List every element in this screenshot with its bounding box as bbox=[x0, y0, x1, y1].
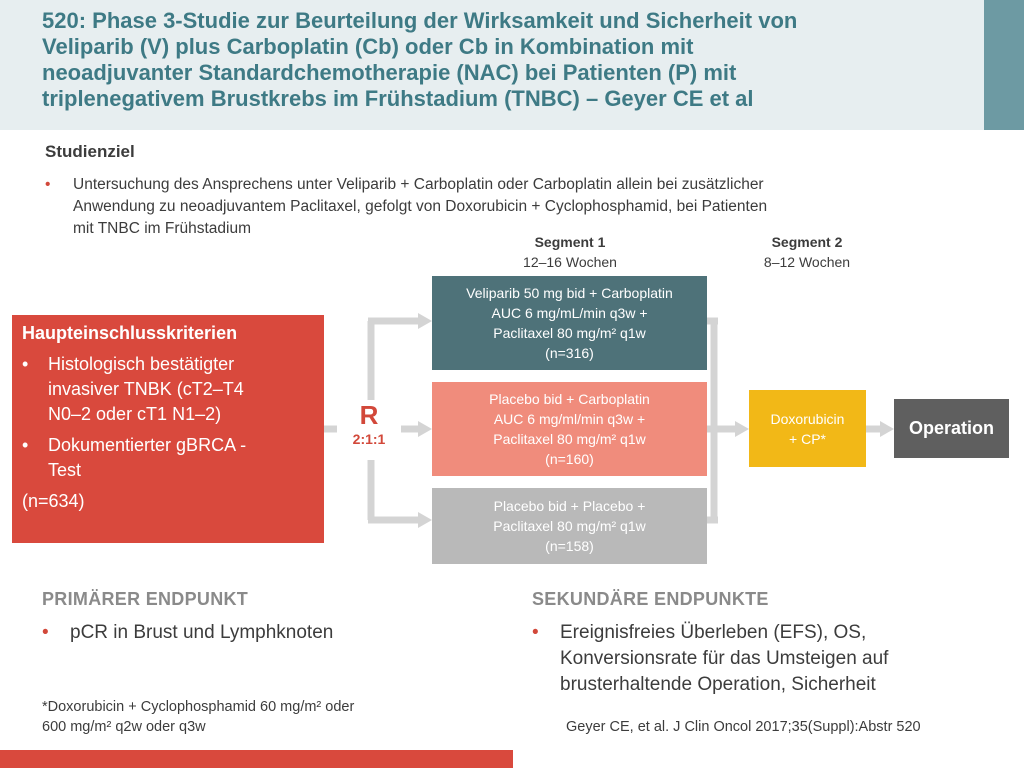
arm-3-arrowhead-icon bbox=[418, 512, 432, 528]
secondary-endpoints-heading: SEKUNDÄRE ENDPUNKTE bbox=[532, 589, 769, 609]
arm-line: Paclitaxel 80 mg/m² q1w bbox=[493, 431, 646, 447]
arm-placebo-carboplatin-box: Placebo bid + Carboplatin AUC 6 mg/ml/mi… bbox=[432, 382, 707, 476]
bullet-icon: • bbox=[45, 176, 51, 193]
segment-2-treatment-line: Doxorubicin bbox=[770, 410, 845, 427]
bottom-accent-bar bbox=[0, 750, 513, 768]
secondary-endpoint-line: Ereignisfreies Überleben (EFS), OS, bbox=[560, 622, 867, 643]
primary-endpoint-heading: PRIMÄRER ENDPUNKT bbox=[42, 589, 249, 609]
objective-text: • Untersuchung des Ansprechens unter Vel… bbox=[45, 174, 975, 240]
segment-1-header: Segment 1 12–16 Wochen bbox=[505, 232, 635, 272]
footnote-line: 600 mg/m² q2w oder q3w bbox=[42, 719, 206, 735]
arm-line: Paclitaxel 80 mg/m² q1w bbox=[493, 518, 646, 534]
footnote: *Doxorubicin + Cyclophosphamid 60 mg/m² … bbox=[42, 697, 354, 737]
arm-2-arrowhead-icon bbox=[418, 421, 432, 437]
operation-box: Operation bbox=[894, 399, 1009, 458]
title-line: 520: Phase 3-Studie zur Beurteilung der … bbox=[42, 8, 798, 33]
arm-1-arrowhead-icon bbox=[418, 313, 432, 329]
arm-line: Placebo bid + Carboplatin bbox=[489, 391, 650, 407]
title-accent-bar bbox=[984, 0, 1024, 130]
slide-title: 520: Phase 3-Studie zur Beurteilung der … bbox=[42, 8, 977, 112]
objective-line: Anwendung zu neoadjuvantem Paclitaxel, g… bbox=[73, 198, 768, 215]
citation: Geyer CE, et al. J Clin Oncol 2017;35(Su… bbox=[566, 719, 921, 735]
arrowheads bbox=[418, 313, 894, 528]
objective-heading: Studienziel bbox=[45, 142, 135, 161]
connector-lines bbox=[324, 317, 880, 524]
arm-placebo-placebo-box: Placebo bid + Placebo + Paclitaxel 80 mg… bbox=[432, 488, 707, 564]
segment-2-treatment-line: + CP* bbox=[789, 430, 826, 447]
secondary-endpoint-line: brusterhaltende Operation, Sicherheit bbox=[560, 674, 876, 695]
title-line: neoadjuvanter Standardchemotherapie (NAC… bbox=[42, 60, 737, 85]
arm-line: AUC 6 mg/mL/min q3w + bbox=[491, 305, 648, 321]
bullet-icon: • bbox=[42, 622, 49, 643]
segment2-arrowhead-icon bbox=[735, 421, 749, 437]
segment-1-duration: 12–16 Wochen bbox=[523, 254, 617, 270]
segment-2-treatment-box: Doxorubicin + CP* bbox=[749, 390, 866, 467]
criteria-item-line: N0–2 oder cT1 N1–2) bbox=[48, 404, 222, 424]
inclusion-criteria-title: Haupteinschlusskriterien bbox=[22, 323, 238, 343]
footnote-line: *Doxorubicin + Cyclophosphamid 60 mg/m² … bbox=[42, 699, 355, 715]
inclusion-criteria-box: Haupteinschlusskriterien • Histologisch … bbox=[12, 315, 324, 543]
objective-line: mit TNBC im Frühstadium bbox=[73, 220, 251, 237]
arm-count: (n=158) bbox=[545, 538, 594, 554]
bullet-icon: • bbox=[532, 622, 539, 643]
arm-line: Placebo bid + Placebo + bbox=[493, 498, 646, 514]
bullet-icon: • bbox=[22, 435, 29, 455]
arm-line: Paclitaxel 80 mg/m² q1w bbox=[493, 325, 646, 341]
criteria-item: • Dokumentierter gBRCA - Test bbox=[22, 433, 316, 483]
operation-arrowhead-icon bbox=[880, 421, 894, 437]
segment-2-duration: 8–12 Wochen bbox=[763, 254, 851, 270]
secondary-endpoint-line: Konversionsrate für das Umsteigen auf bbox=[560, 648, 889, 669]
randomization-node: R 2:1:1 bbox=[337, 400, 401, 448]
bullet-icon: • bbox=[22, 354, 29, 374]
randomization-letter: R bbox=[359, 400, 379, 430]
objective-line: Untersuchung des Ansprechens unter Velip… bbox=[73, 176, 764, 193]
segment-2-title: Segment 2 bbox=[771, 234, 843, 250]
primary-endpoint-text: • pCR in Brust und Lymphknoten bbox=[42, 620, 482, 646]
criteria-item-line: invasiver TNBK (cT2–T4 bbox=[48, 379, 244, 399]
arm-line: AUC 6 mg/ml/min q3w + bbox=[493, 411, 646, 427]
criteria-patient-count: (n=634) bbox=[22, 491, 85, 511]
title-line: Veliparib (V) plus Carboplatin (Cb) oder… bbox=[42, 34, 694, 59]
arm-count: (n=316) bbox=[545, 345, 594, 361]
arm-count: (n=160) bbox=[545, 451, 594, 467]
primary-endpoint-line: pCR in Brust und Lymphknoten bbox=[70, 622, 334, 643]
criteria-item-line: Test bbox=[48, 460, 82, 480]
criteria-item: • Histologisch bestätigter invasiver TNB… bbox=[22, 352, 316, 427]
criteria-item-line: Dokumentierter gBRCA - bbox=[48, 435, 247, 455]
arm-line: Veliparib 50 mg bid + Carboplatin bbox=[466, 285, 673, 301]
arm-veliparib-carboplatin-box: Veliparib 50 mg bid + Carboplatin AUC 6 … bbox=[432, 276, 707, 370]
secondary-endpoints-text: • Ereignisfreies Überleben (EFS), OS, Ko… bbox=[532, 620, 1002, 698]
criteria-item-line: Histologisch bestätigter bbox=[48, 354, 235, 374]
title-band bbox=[0, 0, 984, 130]
segment-1-title: Segment 1 bbox=[534, 234, 606, 250]
segment-2-header: Segment 2 8–12 Wochen bbox=[742, 232, 872, 272]
title-line: triplenegativem Brustkrebs im Frühstadiu… bbox=[42, 86, 754, 111]
randomization-ratio: 2:1:1 bbox=[352, 431, 386, 447]
